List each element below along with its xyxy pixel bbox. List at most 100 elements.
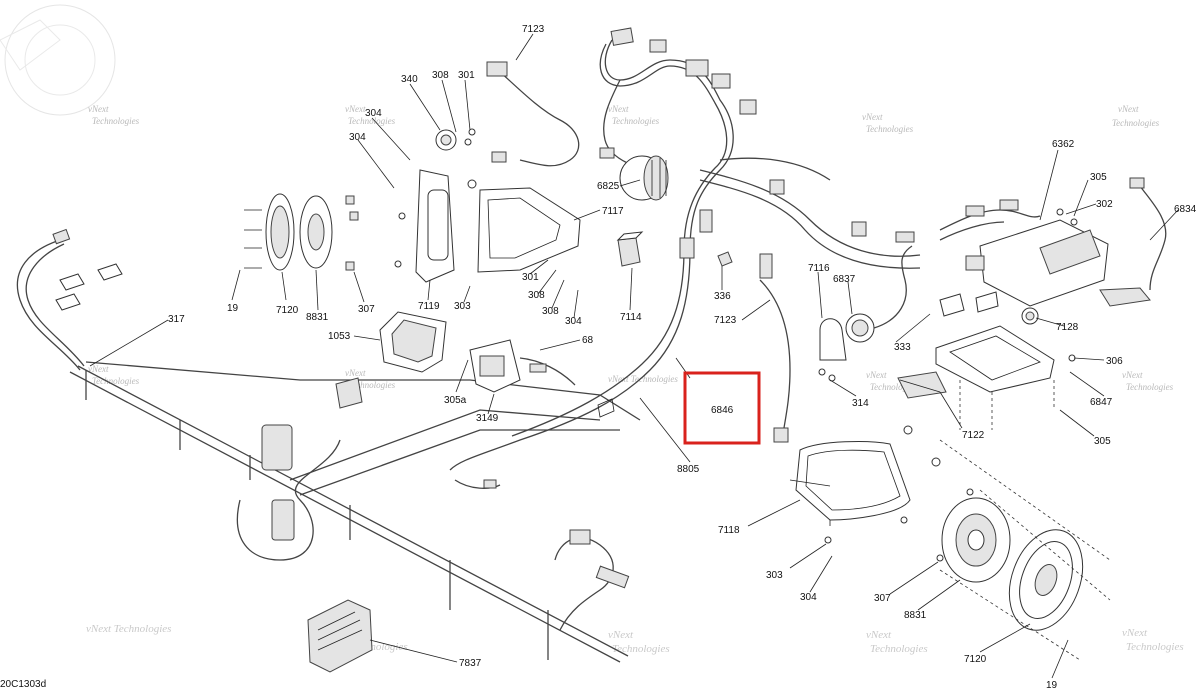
harness-317 bbox=[16, 228, 123, 371]
main-harness-7123 bbox=[449, 27, 921, 471]
callout-6846-highlighted: 6846 bbox=[711, 405, 734, 416]
callout-304: 304 bbox=[349, 132, 366, 143]
lower-left-harness bbox=[236, 424, 501, 561]
watermark: vNext bbox=[88, 364, 109, 374]
watermark: vNext bbox=[608, 104, 629, 114]
main-frame-bar bbox=[69, 361, 641, 663]
watermark: vNext bbox=[866, 370, 887, 380]
housing-7117 bbox=[467, 179, 581, 273]
callout-317: 317 bbox=[168, 314, 185, 325]
watermark: Technologies bbox=[348, 116, 396, 126]
part-336 bbox=[717, 251, 733, 267]
watermark: Technologies bbox=[1126, 382, 1174, 392]
callout-314: 314 bbox=[852, 398, 869, 409]
pod-7118 bbox=[789, 425, 941, 526]
lower-right-harness bbox=[554, 529, 630, 631]
speaker-right bbox=[824, 439, 1111, 661]
part-6825 bbox=[619, 155, 669, 201]
callout-308: 308 bbox=[542, 306, 559, 317]
bracket-3149 bbox=[469, 339, 576, 393]
watermark: Technologies bbox=[1112, 118, 1160, 128]
display-1053 bbox=[379, 311, 447, 373]
callout-333: 333 bbox=[894, 342, 911, 353]
callout-305: 305 bbox=[1090, 172, 1107, 183]
callout-3149: 3149 bbox=[476, 413, 499, 424]
callout-336: 336 bbox=[714, 291, 731, 302]
callout-6837: 6837 bbox=[833, 274, 856, 285]
callout-7123: 7123 bbox=[714, 315, 737, 326]
watermark: Technologies bbox=[866, 124, 914, 134]
watermark: vNext bbox=[1122, 627, 1148, 639]
callout-303: 303 bbox=[766, 570, 783, 581]
watermark: Technologies bbox=[870, 382, 918, 392]
callout-7120: 7120 bbox=[964, 654, 987, 665]
callout-340: 340 bbox=[401, 74, 418, 85]
callout-7120: 7120 bbox=[276, 305, 299, 316]
callout-6825: 6825 bbox=[597, 181, 620, 192]
watermark: vNext bbox=[88, 104, 109, 114]
amp-bracket bbox=[935, 291, 1076, 430]
watermark: Technologies bbox=[612, 116, 660, 126]
callout-7122: 7122 bbox=[962, 430, 985, 441]
callout-6834: 6834 bbox=[1174, 204, 1197, 215]
watermark: vNext bbox=[862, 112, 883, 122]
callout-7123: 7123 bbox=[522, 24, 545, 35]
watermark: Technologies bbox=[92, 116, 140, 126]
rail-7122 bbox=[897, 371, 947, 399]
callout-8831: 8831 bbox=[904, 610, 927, 621]
watermark: vNext bbox=[866, 629, 892, 641]
part-7114 bbox=[616, 231, 644, 267]
callout-8831: 8831 bbox=[306, 312, 329, 323]
callout-305a: 305a bbox=[444, 395, 467, 406]
watermark: vNext Technologies bbox=[86, 623, 171, 635]
callout-7837: 7837 bbox=[459, 658, 482, 669]
amplifier-6362 bbox=[939, 199, 1109, 307]
callout-308: 308 bbox=[528, 290, 545, 301]
watermark: vNext bbox=[1118, 104, 1139, 114]
callout-303: 303 bbox=[454, 301, 471, 312]
watermark: vNext bbox=[345, 368, 366, 378]
callout-301: 301 bbox=[458, 70, 475, 81]
callout-7114: 7114 bbox=[620, 312, 642, 323]
callout-6847: 6847 bbox=[1090, 397, 1113, 408]
callout-6362: 6362 bbox=[1052, 139, 1075, 150]
module-7837 bbox=[307, 599, 373, 673]
callout-19: 19 bbox=[227, 303, 239, 314]
watermark: vNext bbox=[345, 104, 366, 114]
speaker-left bbox=[244, 193, 359, 271]
callout-304: 304 bbox=[800, 592, 817, 603]
background-ghost-drawing bbox=[0, 4, 116, 116]
callout-308: 308 bbox=[432, 70, 449, 81]
watermark: Technologies bbox=[612, 643, 670, 655]
watermark: Technologies bbox=[92, 376, 140, 386]
part-340 bbox=[435, 128, 476, 151]
callout-68: 68 bbox=[582, 335, 594, 346]
callout-307: 307 bbox=[358, 304, 375, 315]
callout-7128: 7128 bbox=[1056, 322, 1079, 333]
callout-302: 302 bbox=[1096, 199, 1113, 210]
watermark: vNext bbox=[608, 629, 634, 641]
watermark: vNext Technologies bbox=[608, 374, 678, 384]
callout-7118: 7118 bbox=[718, 525, 740, 536]
gauge-6837 bbox=[818, 245, 913, 382]
watermark: vNext bbox=[1122, 370, 1143, 380]
drawing-code: 20C1303d bbox=[0, 679, 46, 690]
leader-lines bbox=[89, 33, 1179, 679]
small-bracket bbox=[335, 377, 363, 409]
watermark: Technologies bbox=[870, 643, 928, 655]
callout-307: 307 bbox=[874, 593, 891, 604]
callout-305: 305 bbox=[1094, 436, 1111, 447]
watermark: Technologies bbox=[348, 380, 396, 390]
highlight-box bbox=[683, 371, 761, 445]
harness-6834 bbox=[1099, 177, 1167, 307]
callout-7119: 7119 bbox=[418, 301, 440, 312]
plate-7119 bbox=[394, 169, 455, 283]
harness-7123-upper bbox=[486, 61, 580, 167]
callout-1053: 1053 bbox=[328, 331, 351, 342]
callout-301: 301 bbox=[522, 272, 539, 283]
callout-19: 19 bbox=[1046, 680, 1058, 690]
callout-7116: 7116 bbox=[808, 263, 830, 274]
callout-306: 306 bbox=[1106, 356, 1123, 367]
callout-labels: 7123 340 308 301 304 304 6825 7117 6362 … bbox=[168, 24, 1197, 690]
callout-8805: 8805 bbox=[677, 464, 700, 475]
